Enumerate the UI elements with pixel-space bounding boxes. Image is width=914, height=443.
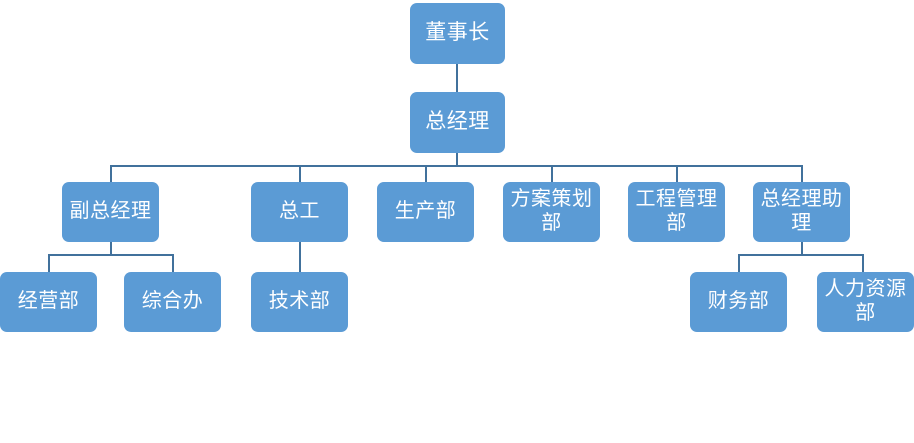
- connector-bus-to-general-office: [172, 254, 174, 272]
- node-gm-assistant-label: 总经理助理: [760, 188, 843, 234]
- node-general-office-label: 综合办: [141, 290, 204, 313]
- connector-bus-to-gm-assistant: [801, 165, 803, 182]
- node-chairman[interactable]: 董事长: [410, 3, 505, 64]
- connector-chairman-to-gm: [456, 64, 458, 92]
- node-eng-management-label: 工程管理部: [635, 188, 718, 234]
- node-technical-label: 技术部: [268, 290, 331, 313]
- node-general-office[interactable]: 综合办: [124, 272, 221, 332]
- node-finance-label: 财务部: [707, 290, 770, 313]
- connector-bus-level3: [110, 165, 802, 167]
- node-hr[interactable]: 人力资源部: [817, 272, 914, 332]
- connector-bus-gm-assistant-children: [738, 254, 864, 256]
- connector-gm-stub: [456, 153, 458, 166]
- connector-bus-to-scheme-planning: [551, 165, 553, 182]
- node-gm-label: 总经理: [425, 110, 490, 134]
- connector-chief-engineer-to-technical: [299, 242, 301, 272]
- node-gm-assistant[interactable]: 总经理助理: [753, 182, 850, 242]
- node-scheme-planning-label: 方案策划部: [510, 188, 593, 234]
- node-hr-label: 人力资源部: [824, 278, 907, 324]
- connector-bus-deputy-gm-children: [48, 254, 174, 256]
- node-scheme-planning[interactable]: 方案策划部: [503, 182, 600, 242]
- node-chairman-label: 董事长: [425, 21, 490, 45]
- connector-bus-to-business: [48, 254, 50, 272]
- node-deputy-gm[interactable]: 副总经理: [62, 182, 159, 242]
- node-gm[interactable]: 总经理: [410, 92, 505, 153]
- node-chief-engineer[interactable]: 总工: [251, 182, 348, 242]
- connector-bus-to-hr: [862, 254, 864, 272]
- node-chief-engineer-label: 总工: [279, 200, 320, 223]
- node-production-label: 生产部: [394, 200, 457, 223]
- node-finance[interactable]: 财务部: [690, 272, 787, 332]
- connector-bus-to-finance: [738, 254, 740, 272]
- node-deputy-gm-label: 副总经理: [69, 200, 152, 223]
- connector-gm-assistant-stub: [801, 242, 803, 255]
- node-production[interactable]: 生产部: [377, 182, 474, 242]
- node-technical[interactable]: 技术部: [251, 272, 348, 332]
- connector-bus-to-chief-engineer: [299, 165, 301, 182]
- node-business-label: 经营部: [17, 290, 80, 313]
- connector-bus-to-production: [425, 165, 427, 182]
- connector-deputy-gm-stub: [110, 242, 112, 255]
- connector-bus-to-eng-management: [676, 165, 678, 182]
- node-eng-management[interactable]: 工程管理部: [628, 182, 725, 242]
- connector-bus-to-deputy-gm: [110, 165, 112, 182]
- node-business[interactable]: 经营部: [0, 272, 97, 332]
